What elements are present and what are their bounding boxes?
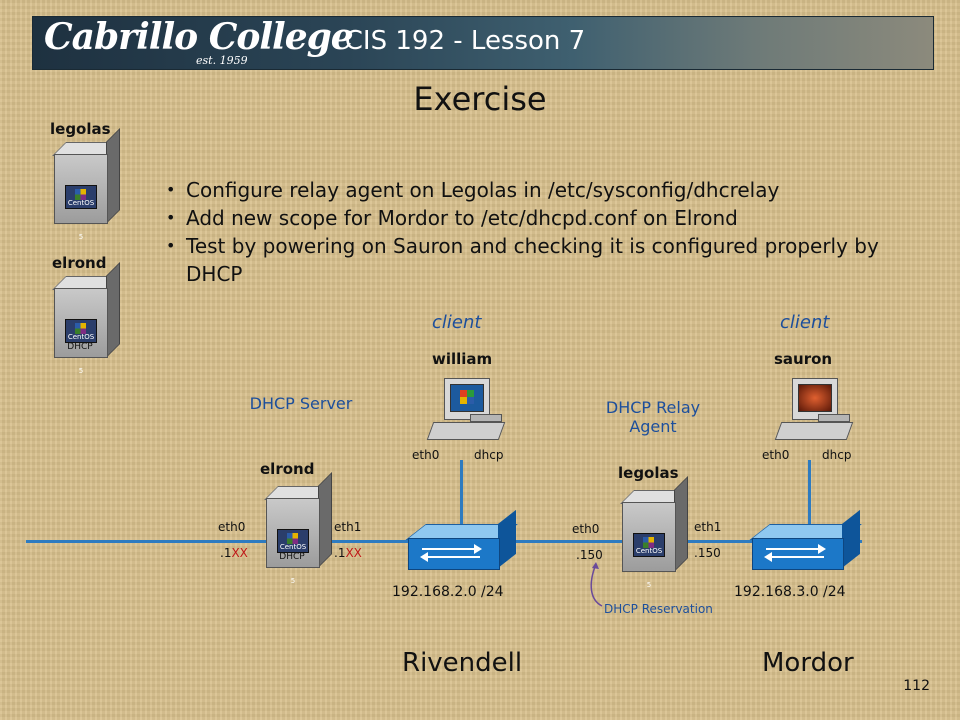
rivendell-subnet-label: 192.168.2.0 /24 xyxy=(392,584,504,600)
centos-logo-icon: CentOS 5 xyxy=(277,529,309,585)
elrond-eth1-label: eth1 xyxy=(334,520,362,534)
legend-elrond-server-icon: CentOS 5 DHCP xyxy=(52,262,120,375)
rivendell-network-line xyxy=(26,540,446,543)
instruction-item: Configure relay agent on Legolas in /etc… xyxy=(166,176,926,204)
legolas-eth1-label: eth1 xyxy=(694,520,722,534)
mordor-network-name: Mordor xyxy=(762,648,854,678)
william-pc-icon xyxy=(426,378,510,442)
centos-logo-icon: CentOS 5 xyxy=(633,533,665,589)
legend-legolas-label: legolas xyxy=(50,120,111,138)
client-label-2: client xyxy=(780,312,830,333)
william-link-line xyxy=(460,460,463,540)
legend-elrond-label: elrond xyxy=(52,254,107,272)
elrond-label: elrond xyxy=(260,460,315,478)
elrond-dhcp-tag: DHCP xyxy=(279,552,305,562)
legolas-label: legolas xyxy=(618,464,679,482)
reservation-arrow-icon xyxy=(590,562,603,607)
legend-elrond-dhcp-tag: DHCP xyxy=(67,342,93,352)
sauron-label: sauron xyxy=(774,350,833,368)
legolas-eth0-label: eth0 xyxy=(572,522,600,536)
rivendell-switch-icon xyxy=(405,509,518,570)
sauron-link-line xyxy=(808,460,811,540)
elrond-server-icon: CentOS 5 DHCP xyxy=(264,472,332,585)
sauron-pc-icon xyxy=(774,378,858,442)
legolas-server-icon: CentOS 5 xyxy=(620,476,688,589)
dhcp-server-label: DHCP Server xyxy=(249,394,353,413)
centos-logo-icon: CentOS 5 xyxy=(65,185,97,241)
legend-legolas-server-icon: CentOS 5 xyxy=(52,128,120,241)
legolas-eth1-ip: .150 xyxy=(694,546,721,560)
course-title: CIS 192 - Lesson 7 xyxy=(344,26,586,56)
mordor-switch-icon xyxy=(749,509,862,570)
dhcp-reservation-label: DHCP Reservation xyxy=(604,602,713,616)
elrond-eth0-label: eth0 xyxy=(218,520,246,534)
sauron-dhcp-label: dhcp xyxy=(822,448,852,462)
college-logo: Cabrillo College xyxy=(44,16,354,58)
rivendell-network-name: Rivendell xyxy=(402,648,523,678)
slide-title: Exercise xyxy=(413,80,547,118)
centos-logo-icon: CentOS 5 xyxy=(65,319,97,375)
instructions-list: Configure relay agent on Legolas in /etc… xyxy=(166,176,926,288)
client-label-1: client xyxy=(432,312,482,333)
william-dhcp-label: dhcp xyxy=(474,448,504,462)
mordor-subnet-label: 192.168.3.0 /24 xyxy=(734,584,846,600)
william-eth0-label: eth0 xyxy=(412,448,440,462)
instruction-item: Add new scope for Mordor to /etc/dhcpd.c… xyxy=(166,204,926,232)
instruction-item: Test by powering on Sauron and checking … xyxy=(166,232,926,288)
dhcp-relay-agent-label: DHCP Relay Agent xyxy=(605,398,701,436)
page-number: 112 xyxy=(903,678,930,694)
elrond-eth1-ip: .1XX xyxy=(334,546,362,560)
elrond-eth0-ip: .1XX xyxy=(220,546,248,560)
william-label: william xyxy=(432,350,493,368)
header-banner xyxy=(32,16,934,70)
sauron-eth0-label: eth0 xyxy=(762,448,790,462)
legolas-eth0-ip: .150 xyxy=(576,548,603,562)
college-logo-sub: est. 1959 xyxy=(196,54,248,67)
